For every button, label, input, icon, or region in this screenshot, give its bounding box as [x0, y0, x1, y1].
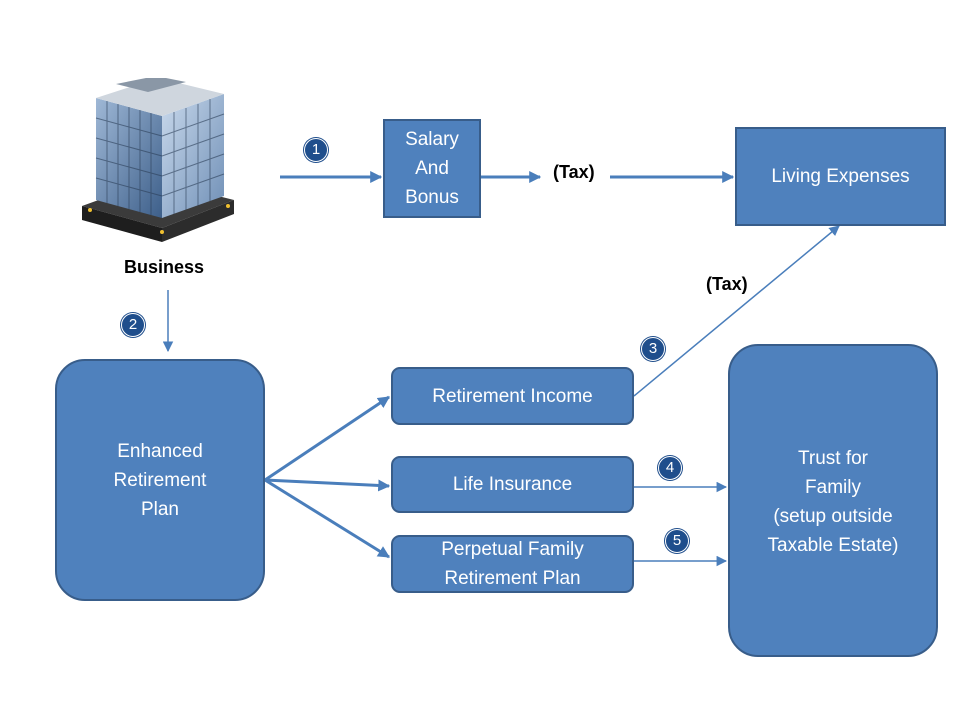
arrow-income-to-living [633, 225, 840, 397]
tax-label-retirement-income: (Tax) [706, 274, 748, 294]
enhanced-retirement-plan-box: Enhanced Retirement Plan [55, 359, 265, 601]
arrow-plan-to-income [264, 395, 390, 482]
arrow-plan-to-insurance [264, 478, 391, 492]
step-badge-5: 5 [665, 529, 689, 553]
step-badge-2: 2 [121, 313, 145, 337]
salary-bonus-box: Salary And Bonus [383, 119, 481, 218]
life-insurance-box: Life Insurance [391, 456, 634, 513]
perpetual-family-retirement-plan-box: Perpetual Family Retirement Plan [391, 535, 634, 593]
tax-label-salary: (Tax) [553, 162, 595, 182]
office-building-icon [82, 78, 234, 242]
retirement-income-box: Retirement Income [391, 367, 634, 425]
trust-for-family-box: Trust for Family (setup outside Taxable … [728, 344, 938, 657]
step-badge-4: 4 [658, 456, 682, 480]
living-expenses-box: Living Expenses [735, 127, 946, 226]
step-badge-1: 1 [304, 138, 328, 162]
business-label: Business [123, 257, 205, 277]
step-badge-3: 3 [641, 337, 665, 361]
arrow-plan-to-perpetual [264, 478, 391, 559]
